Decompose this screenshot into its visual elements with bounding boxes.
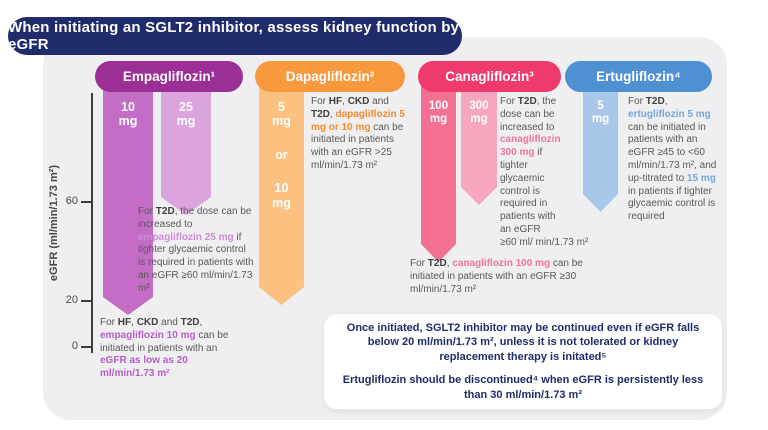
dose-arrow-empagliflozin-10mg: 10 mg	[103, 78, 153, 315]
dose-label-canagliflozin-100mg: 100 mg	[428, 100, 449, 126]
drug-name-dapagliflozin: Dapagliflozin²	[285, 69, 375, 84]
note-canagliflozin-300mg: For T2D, the dose can be increased to ca…	[500, 96, 589, 248]
drug-name-ertugliflozin: Ertugliflozin⁴	[596, 69, 681, 84]
dose-label-dapagliflozin-10mg: 10 mg	[272, 181, 291, 210]
dose-label-dapagliflozin-or: or	[275, 147, 288, 162]
axis-tick-0	[81, 346, 91, 348]
dose-arrow-canagliflozin-100mg: 100 mg	[421, 78, 456, 262]
egfr-axis-label: eGFR (ml/min/1.73 m²)	[48, 164, 60, 282]
axis-tick-60	[81, 201, 91, 203]
axis-tick-label-20: 20	[65, 294, 78, 306]
dose-label-empagliflozin-10mg: 10 mg	[118, 100, 138, 129]
dose-label-canagliflozin-300mg: 300 mg	[469, 100, 489, 126]
axis-tick-20	[81, 300, 91, 302]
dose-arrow-ertugliflozin-5mg: 5 mg	[583, 78, 618, 212]
dose-label-ertugliflozin-5mg: 5 mg	[591, 100, 610, 126]
header-banner: When initiating an SGLT2 inhibitor, asse…	[8, 17, 462, 55]
dose-label-dapagliflozin-5mg: 5 mg	[272, 100, 291, 129]
drug-name-canagliflozin: Canagliflozin³	[445, 69, 534, 84]
dose-arrow-empagliflozin-25mg: 25 mg	[161, 78, 211, 215]
footnote-ertugliflozin-discontinue: Ertugliflozin should be discontinued⁴ wh…	[342, 374, 704, 401]
note-empagliflozin-25mg: For T2D, the dose can be increased to em…	[138, 206, 254, 294]
drug-pill-empagliflozin: Empagliflozin¹	[95, 61, 243, 92]
note-dapagliflozin: For HF, CKD and T2D, dapagliflozin 5 mg …	[311, 96, 405, 171]
footnote-continuation: Once initiated, SGLT2 inhibitor may be c…	[346, 321, 700, 363]
note-ertugliflozin: For T2D, ertugliflozin 5 mg can be initi…	[628, 96, 717, 223]
drug-pill-canagliflozin: Canagliflozin³	[418, 61, 561, 92]
dose-arrow-canagliflozin-300mg: 300 mg	[461, 78, 497, 205]
egfr-axis-line	[91, 93, 93, 353]
dose-arrow-dapagliflozin-5-10mg: 5 mg or 10 mg	[259, 78, 304, 305]
note-empagliflozin-10mg: For HF, CKD and T2D, empagliflozin 10 mg…	[100, 317, 229, 380]
header-title: When initiating an SGLT2 inhibitor, asse…	[8, 19, 460, 53]
drug-pill-dapagliflozin: Dapagliflozin²	[255, 61, 405, 92]
dose-label-empagliflozin-25mg: 25 mg	[176, 100, 196, 129]
drug-name-empagliflozin: Empagliflozin¹	[122, 69, 216, 84]
axis-tick-label-0: 0	[71, 340, 78, 352]
axis-tick-label-60: 60	[65, 195, 78, 207]
drug-pill-ertugliflozin: Ertugliflozin⁴	[565, 61, 712, 92]
footnote-box: Once initiated, SGLT2 inhibitor may be c…	[323, 313, 723, 410]
note-canagliflozin-100mg: For T2D, canagliflozin 100 mg can be ini…	[410, 258, 583, 295]
